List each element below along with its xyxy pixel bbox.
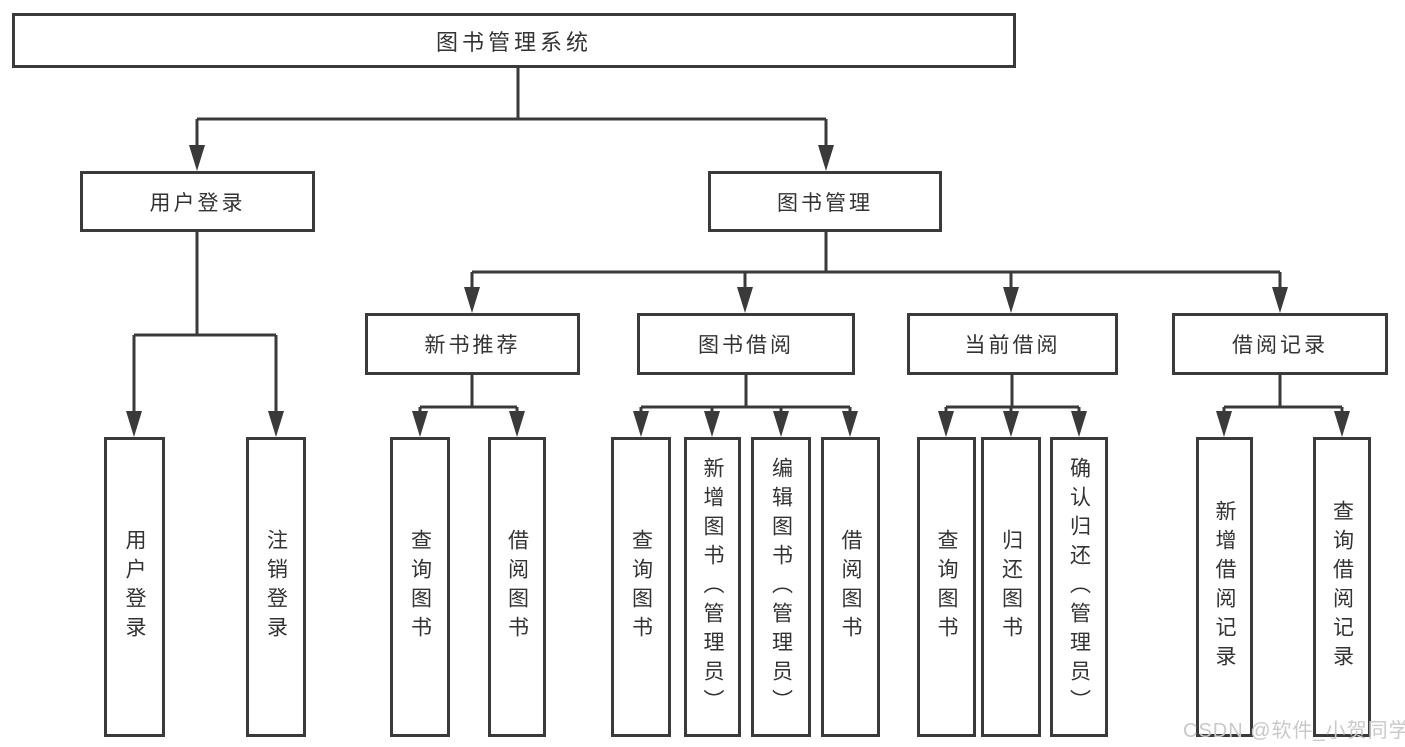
leaf-add-books-admin-label: 新增图书（管理员）	[701, 456, 724, 718]
node-book-management-label: 图书管理	[777, 191, 873, 215]
leaf-query-books-recommend-label: 查询图书	[408, 529, 432, 645]
node-book-management: 图书管理	[708, 171, 942, 232]
leaf-query-borrow-record-label: 查询借阅记录	[1330, 500, 1354, 674]
leaf-logout-label: 注销登录	[264, 529, 288, 645]
leaf-return-books-label: 归还图书	[999, 529, 1023, 645]
leaf-return-books: 归还图书	[981, 437, 1041, 737]
leaf-query-books-recommend: 查询图书	[390, 437, 450, 737]
leaf-borrow-books-recommend-label: 借阅图书	[505, 529, 529, 645]
watermark: CSDN @软件_小贺同学	[1183, 720, 1405, 742]
node-borrowing-records: 借阅记录	[1172, 313, 1388, 375]
leaf-edit-books-admin: 编辑图书（管理员）	[751, 437, 811, 737]
leaf-edit-books-admin-label: 编辑图书（管理员）	[769, 456, 793, 718]
node-root-label: 图书管理系统	[435, 29, 592, 55]
leaf-query-books-borrowing: 查询图书	[611, 437, 671, 737]
node-book-borrowing-label: 图书借阅	[698, 334, 794, 357]
node-borrowing-records-label: 借阅记录	[1232, 334, 1328, 357]
leaf-add-books-admin: 新增图书（管理员）	[684, 437, 741, 737]
leaf-user-login-label: 用户登录	[123, 529, 146, 645]
node-root: 图书管理系统	[12, 13, 1016, 68]
node-new-book-recommend: 新书推荐	[365, 313, 580, 375]
leaf-confirm-return-admin: 确认归还（管理员）	[1050, 437, 1108, 737]
node-user-login: 用户登录	[80, 171, 315, 232]
leaf-borrow-books-recommend: 借阅图书	[488, 437, 546, 737]
leaf-add-borrow-record-label: 新增借阅记录	[1213, 500, 1236, 674]
arrowheads	[126, 145, 1350, 437]
leaf-borrow-books-borrowing: 借阅图书	[821, 437, 880, 737]
node-new-book-recommend-label: 新书推荐	[424, 334, 521, 357]
node-user-login-label: 用户登录	[149, 191, 246, 215]
leaf-query-books-current-label: 查询图书	[935, 529, 958, 645]
node-book-borrowing: 图书借阅	[637, 313, 855, 375]
node-current-borrowing: 当前借阅	[907, 313, 1118, 375]
leaf-query-borrow-record: 查询借阅记录	[1313, 437, 1371, 737]
leaf-query-books-current: 查询图书	[917, 437, 976, 737]
leaf-add-borrow-record: 新增借阅记录	[1196, 437, 1253, 737]
node-current-borrowing-label: 当前借阅	[964, 334, 1061, 357]
leaf-query-books-borrowing-label: 查询图书	[629, 529, 653, 645]
leaf-borrow-books-borrowing-label: 借阅图书	[839, 529, 862, 645]
leaf-confirm-return-admin-label: 确认归还（管理员）	[1067, 456, 1091, 718]
leaf-logout: 注销登录	[246, 437, 306, 737]
leaf-user-login: 用户登录	[104, 437, 165, 737]
